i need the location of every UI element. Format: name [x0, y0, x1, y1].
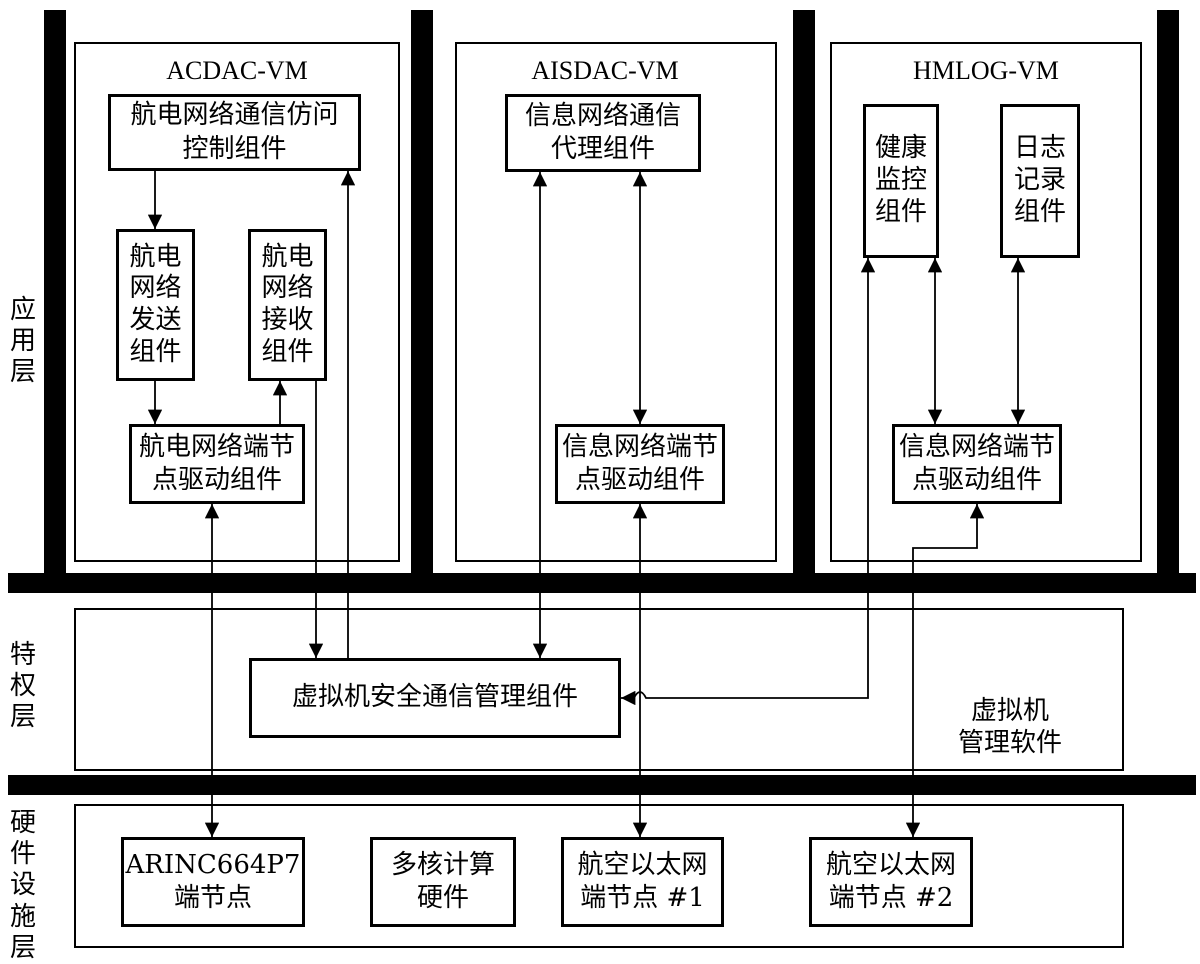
application-layer-left-divider [44, 10, 66, 584]
avionics-end-node-driver-component: 航电网络端节 点驱动组件 [129, 424, 305, 504]
privileged-layer-frame [74, 608, 1124, 771]
avionics-receive-component: 航电 网络 接收 组件 [248, 229, 327, 381]
privileged-layer-label: 特 权 层 [9, 640, 36, 733]
aisdac-vm-title: AISDAC-VM [531, 56, 679, 85]
multicore-computing-hardware: 多核计算 硬件 [370, 837, 516, 927]
hardware-layer-top-divider [8, 775, 1196, 795]
acdac-vm-frame [74, 42, 400, 562]
health-monitor-component: 健康 监控 组件 [863, 104, 939, 258]
arinc664p7-end-node: ARINC664P7 端节点 [121, 837, 305, 927]
application-layer-label: 应 用 层 [9, 295, 36, 388]
hmlog-info-network-driver-component: 信息网络端节 点驱动组件 [892, 424, 1062, 504]
aviation-ethernet-end-node-1: 航空以太网 端节点 #1 [561, 837, 724, 927]
hardware-layer-frame [74, 804, 1124, 948]
vm-divider-1 [411, 10, 433, 584]
info-network-proxy-component: 信息网络通信 代理组件 [505, 94, 701, 172]
acdac-vm-title: ACDAC-VM [166, 56, 308, 85]
arrow-health-to-secure-comm [621, 258, 876, 706]
avionics-access-control-component: 航电网络通信仿问 控制组件 [108, 94, 361, 171]
aviation-ethernet-end-node-2: 航空以太网 端节点 #2 [809, 837, 973, 927]
privileged-layer-top-divider [8, 573, 1196, 593]
avionics-send-component: 航电 网络 发送 组件 [116, 229, 195, 381]
application-layer-right-divider [1157, 10, 1179, 584]
vm-secure-comm-management-component: 虚拟机安全通信管理组件 [249, 658, 621, 738]
log-record-component: 日志 记录 组件 [1000, 104, 1080, 258]
arrow-hmlog-driver-eth2 [905, 504, 985, 837]
hmlog-vm-title: HMLOG-VM [913, 56, 1059, 85]
